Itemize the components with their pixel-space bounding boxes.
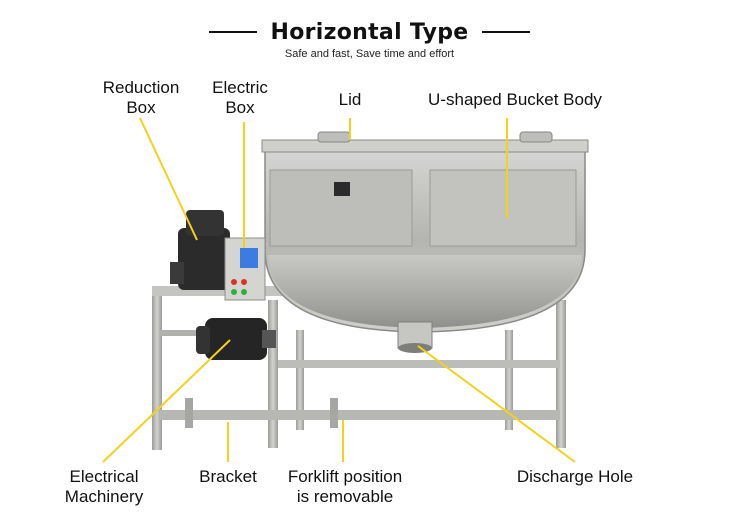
label-discharge-hole: Discharge Hole [516,467,634,486]
frame-bottom-rail-front [160,410,560,420]
leader-discharge-hole [417,345,576,463]
frame-leg-front-right [556,300,566,448]
green-button-icon [231,289,237,295]
green-button-icon [241,289,247,295]
red-button-icon [231,279,237,285]
frame-leg-mid [268,300,278,448]
bracket-frame [152,286,566,450]
leader-electrical-machinery [102,339,231,463]
bucket-panel-left [269,169,413,247]
lid-handle-right [519,131,553,143]
motor-platform-top [152,286,282,296]
frame-leg-front-left [152,290,162,450]
frame-leg-back-left [296,330,304,430]
reduction-box [170,210,230,290]
label-bucket-body: U-shaped Bucket Body [428,90,602,109]
bucket-panel-right [429,169,577,247]
title-rule-left [208,31,257,33]
reduction-box-body [178,228,230,290]
label-forklift: Forklift position is removable [275,467,415,507]
red-button-icon [241,279,247,285]
label-electrical-machinery-line1: Electrical [69,467,139,486]
leader-reduction-box [139,117,198,241]
brand-logo-icon [334,182,350,196]
label-forklift-line2: is removable [296,487,394,506]
reduction-box-flange [170,262,184,284]
diagram-title: Horizontal Type [270,19,469,45]
label-reduction-box: Reduction Box [88,78,194,118]
bucket-body [261,131,589,333]
frame-mid-rail [278,360,560,368]
label-reduction-box-line1: Reduction [102,78,180,97]
forklift-slot-right [330,398,338,428]
label-lid: Lid [338,90,362,109]
frame-leg-back-right [505,330,513,430]
label-electric-box-line2: Box [225,98,255,117]
label-bracket: Bracket [199,467,257,486]
diagram-subtitle: Safe and fast, Save time and effort [284,48,455,60]
electric-box [224,237,266,301]
leader-lines [102,117,576,463]
discharge-outlet [397,321,433,353]
lid-handle-left [317,131,351,143]
label-electric-box-line1: Electric [212,78,268,97]
label-electrical-machinery-line2: Machinery [64,487,144,506]
reduction-box-top [186,210,224,236]
bucket-trough [268,255,582,328]
label-electrical-machinery: Electrical Machinery [48,467,160,507]
motor-end-cap [196,326,210,354]
title-row: Horizontal Type [0,14,739,50]
motor-shaft-coupler [262,330,276,348]
title-rule-right [482,31,531,33]
forklift-slot-left [185,398,193,428]
electrical-motor [196,318,276,360]
label-electric-box: Electric Box [200,78,280,118]
label-forklift-line1: Forklift position [287,467,403,486]
electric-box-display [240,248,258,268]
label-reduction-box-line2: Box [126,98,156,117]
